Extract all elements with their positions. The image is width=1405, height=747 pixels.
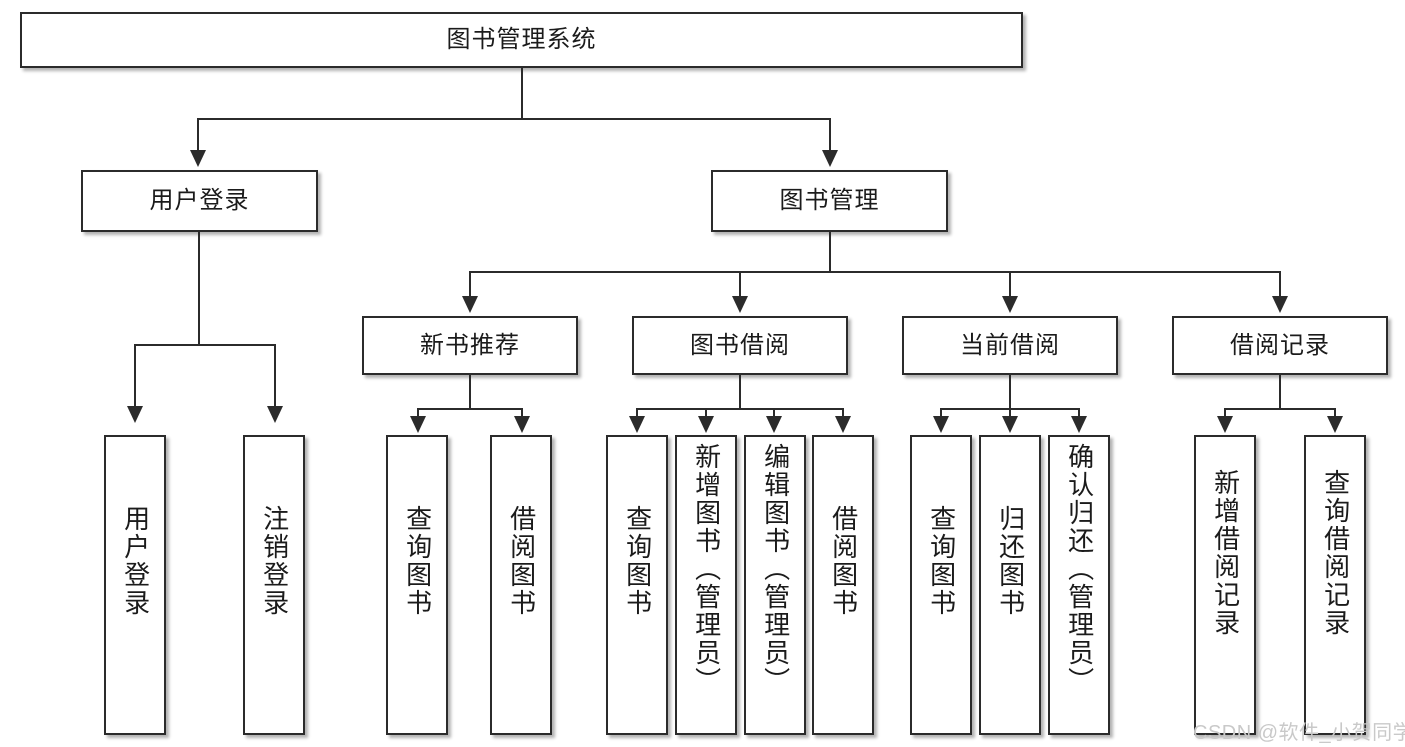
node-label: 新书推荐 <box>420 331 520 359</box>
node-label: 用户登录 <box>149 187 250 215</box>
edge-book-borrow-stem <box>739 375 741 409</box>
edge-bb-to-leaf-4 <box>842 408 844 417</box>
edge-bm-to-borrow-record <box>1279 271 1281 297</box>
edge-user-login-to-leaf-1 <box>134 344 136 407</box>
arrowhead-bm-to-book-borrow <box>732 296 748 313</box>
edge-book-borrow-bar <box>636 408 844 410</box>
node-label: 注销登录 <box>259 505 290 617</box>
arrowhead-br-to-leaf-2 <box>1327 416 1343 433</box>
arrowhead-bb-to-leaf-2 <box>698 416 714 433</box>
node-label: 编辑图书（管理员） <box>760 443 791 695</box>
arrowhead-bm-to-new-book <box>462 296 478 313</box>
node-book-borrow[interactable]: 图书借阅 <box>632 316 848 375</box>
node-new-book-recommend[interactable]: 新书推荐 <box>362 316 578 375</box>
node-label: 查询图书 <box>622 505 653 617</box>
edge-current-borrow-stem <box>1009 375 1011 409</box>
edge-root-to-book-management <box>829 118 831 150</box>
arrowhead-bb-to-leaf-3 <box>766 416 782 433</box>
arrowhead-bb-to-leaf-4 <box>835 416 851 433</box>
node-label: 图书管理 <box>779 187 880 215</box>
arrowhead-br-to-leaf-1 <box>1217 416 1233 433</box>
arrowhead-cb-to-leaf-1 <box>933 416 949 433</box>
edge-new-book-to-leaf-2 <box>521 408 523 417</box>
node-label: 图书借阅 <box>690 331 790 359</box>
edge-user-login-to-leaf-2 <box>274 344 276 407</box>
leaf-book-borrow-add-book-admin[interactable]: 新增图书（管理员） <box>675 435 737 735</box>
edge-cb-to-leaf-2 <box>1009 408 1011 417</box>
arrowhead-new-book-to-leaf-2 <box>514 416 530 433</box>
edge-bm-to-book-borrow <box>739 271 741 297</box>
watermark-text: CSDN @软件_小贺同学 <box>1193 722 1405 744</box>
edge-new-book-stem <box>469 375 471 409</box>
leaf-book-borrow-borrow-book[interactable]: 借阅图书 <box>812 435 874 735</box>
node-user-login[interactable]: 用户登录 <box>81 170 318 232</box>
edge-br-to-leaf-2 <box>1334 408 1336 417</box>
node-label: 借阅记录 <box>1230 331 1330 359</box>
node-label: 新增图书（管理员） <box>691 443 722 695</box>
node-label: 查询图书 <box>926 505 957 617</box>
edge-cb-to-leaf-3 <box>1078 408 1080 417</box>
arrowhead-root-to-book-management <box>822 150 838 167</box>
edge-book-management-bar <box>469 271 1281 273</box>
edge-book-management-stem <box>829 232 831 272</box>
arrowhead-new-book-to-leaf-1 <box>410 416 426 433</box>
edge-root-bar <box>197 118 831 120</box>
edge-br-to-leaf-1 <box>1224 408 1226 417</box>
leaf-borrow-record-add-record[interactable]: 新增借阅记录 <box>1194 435 1256 735</box>
node-label: 图书管理系统 <box>446 26 597 54</box>
node-borrow-record[interactable]: 借阅记录 <box>1172 316 1388 375</box>
arrowhead-root-to-user-login <box>190 150 206 167</box>
edge-bm-to-current-borrow <box>1009 271 1011 297</box>
arrowhead-bb-to-leaf-1 <box>629 416 645 433</box>
edge-cb-to-leaf-1 <box>940 408 942 417</box>
leaf-book-borrow-edit-book-admin[interactable]: 编辑图书（管理员） <box>744 435 806 735</box>
edge-user-login-bar <box>134 344 276 346</box>
arrowhead-user-login-to-leaf-2 <box>267 406 283 423</box>
node-book-management[interactable]: 图书管理 <box>711 170 948 232</box>
leaf-new-book-borrow-book[interactable]: 借阅图书 <box>490 435 552 735</box>
leaf-borrow-record-query-record[interactable]: 查询借阅记录 <box>1304 435 1366 735</box>
node-label: 借阅图书 <box>506 505 537 617</box>
leaf-current-borrow-return-book[interactable]: 归还图书 <box>979 435 1041 735</box>
arrowhead-bm-to-current-borrow <box>1002 296 1018 313</box>
node-label: 用户登录 <box>120 505 151 617</box>
edge-user-login-stem <box>198 232 200 345</box>
edge-root-to-user-login <box>197 118 199 150</box>
node-current-borrow[interactable]: 当前借阅 <box>902 316 1118 375</box>
leaf-current-borrow-confirm-return-admin[interactable]: 确认归还（管理员） <box>1048 435 1110 735</box>
edge-new-book-bar <box>417 408 523 410</box>
arrowhead-bm-to-borrow-record <box>1272 296 1288 313</box>
arrowhead-cb-to-leaf-3 <box>1071 416 1087 433</box>
leaf-book-borrow-query-book[interactable]: 查询图书 <box>606 435 668 735</box>
node-label: 借阅图书 <box>828 505 859 617</box>
arrowhead-user-login-to-leaf-1 <box>127 406 143 423</box>
edge-bb-to-leaf-2 <box>705 408 707 417</box>
leaf-user-login-login[interactable]: 用户登录 <box>104 435 166 735</box>
edge-borrow-record-bar <box>1224 408 1336 410</box>
node-label: 确认归还（管理员） <box>1064 443 1095 695</box>
node-label: 当前借阅 <box>960 331 1060 359</box>
node-label: 新增借阅记录 <box>1210 469 1241 637</box>
leaf-current-borrow-query-book[interactable]: 查询图书 <box>910 435 972 735</box>
edge-root-stem <box>521 68 523 119</box>
edge-bb-to-leaf-3 <box>773 408 775 417</box>
node-label: 查询借阅记录 <box>1320 469 1351 637</box>
node-label: 查询图书 <box>402 505 433 617</box>
node-label: 归还图书 <box>995 505 1026 617</box>
node-root-book-management-system[interactable]: 图书管理系统 <box>20 12 1023 68</box>
leaf-new-book-query-book[interactable]: 查询图书 <box>386 435 448 735</box>
edge-borrow-record-stem <box>1279 375 1281 409</box>
edge-new-book-to-leaf-1 <box>417 408 419 417</box>
edge-bm-to-new-book <box>469 271 471 297</box>
edge-bb-to-leaf-1 <box>636 408 638 417</box>
arrowhead-cb-to-leaf-2 <box>1002 416 1018 433</box>
leaf-user-login-logout[interactable]: 注销登录 <box>243 435 305 735</box>
